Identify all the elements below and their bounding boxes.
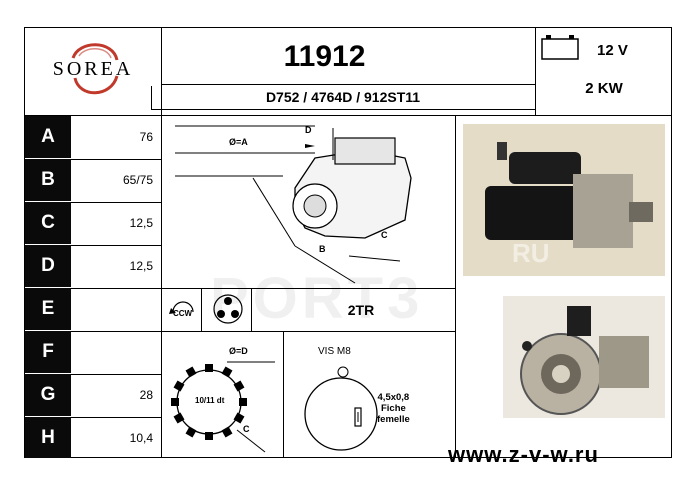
row-letter-b: B — [25, 159, 71, 201]
row-letter-g: G — [25, 374, 71, 416]
part-number-divider — [161, 84, 535, 85]
terminal-line2: femelle — [377, 414, 410, 425]
mount-divider — [251, 288, 252, 331]
header-right-divider — [535, 28, 536, 115]
logo: SOREA — [25, 28, 161, 115]
ccw-divider — [201, 288, 202, 331]
terminal-size: 4,5x0,8 — [377, 392, 410, 403]
row-separator — [71, 202, 161, 203]
row-letter-f: F — [25, 331, 71, 373]
terminal-description: 4,5x0,8 Fiche femelle — [377, 392, 410, 425]
watermark-suffix: RU — [512, 238, 550, 268]
rotation-label: CCW — [173, 309, 193, 318]
row-letter-h: H — [25, 417, 71, 458]
row-separator — [71, 331, 161, 332]
row-letter-e: E — [25, 288, 71, 330]
row-separator — [71, 288, 161, 289]
pinion-diameter-label: Ø=D — [229, 346, 248, 356]
row-value-a: 76 — [139, 130, 153, 144]
diagram-divider-2 — [161, 331, 455, 332]
footer-url[interactable]: www.z-v-w.ru — [448, 442, 599, 467]
part-number: 11912 — [283, 40, 366, 73]
battery-icon — [541, 35, 579, 60]
power-rating: 2 KW — [585, 80, 623, 97]
starter-outline-diagram — [175, 125, 412, 284]
rotation-arrow-icon — [169, 301, 194, 314]
photo-column-divider — [455, 115, 456, 458]
row-value-h: 10,4 — [129, 431, 153, 445]
row-value-c: 12,5 — [129, 216, 153, 230]
brand-name: SOREA — [52, 58, 134, 80]
row-separator — [71, 159, 161, 160]
row-value-f — [71, 331, 161, 373]
left-column-divider — [161, 28, 162, 458]
logo-swirl-icon — [71, 43, 119, 95]
starter-side-image — [463, 124, 665, 276]
pinion-divider — [283, 331, 284, 458]
diagram-divider — [161, 288, 455, 289]
mounting-flange-icon — [213, 294, 243, 324]
label-c: C — [381, 230, 388, 240]
row-value-b: 65/75 — [122, 173, 153, 187]
row-separator — [71, 245, 161, 246]
starter-front-image — [503, 296, 665, 418]
header-divider — [25, 115, 671, 116]
row-value-d: 12,5 — [129, 259, 153, 273]
connector-diagram — [304, 366, 378, 451]
row-letter-c: C — [25, 202, 71, 244]
spec-sheet: SOREA 11912 D752 / 4764D / 912ST11 12 V … — [24, 27, 672, 458]
voltage: 12 V — [597, 42, 628, 59]
row-separator — [71, 417, 161, 418]
watermark: PORT3 — [210, 266, 424, 331]
label-b: B — [319, 244, 326, 254]
mount-type: 2TR — [347, 302, 375, 318]
cross-references: D752 / 4764D / 912ST11 — [265, 89, 421, 105]
screw-label: VIS M8 — [318, 346, 351, 357]
label-d: D — [305, 125, 312, 135]
pinion-c-label: C — [243, 424, 250, 434]
row-letter-a: A — [25, 116, 71, 158]
terminal-line1: Fiche — [380, 403, 406, 414]
product-photo-side — [463, 124, 665, 276]
row-letter-d: D — [25, 245, 71, 287]
row-separator — [71, 374, 161, 375]
row-value-g: 28 — [139, 388, 153, 402]
row-value-e — [71, 288, 161, 330]
product-photo-front — [503, 296, 665, 418]
references-box — [151, 86, 535, 110]
diameter-a-label: Ø=A — [229, 137, 248, 147]
teeth-count: 10/11 dt — [195, 396, 225, 405]
